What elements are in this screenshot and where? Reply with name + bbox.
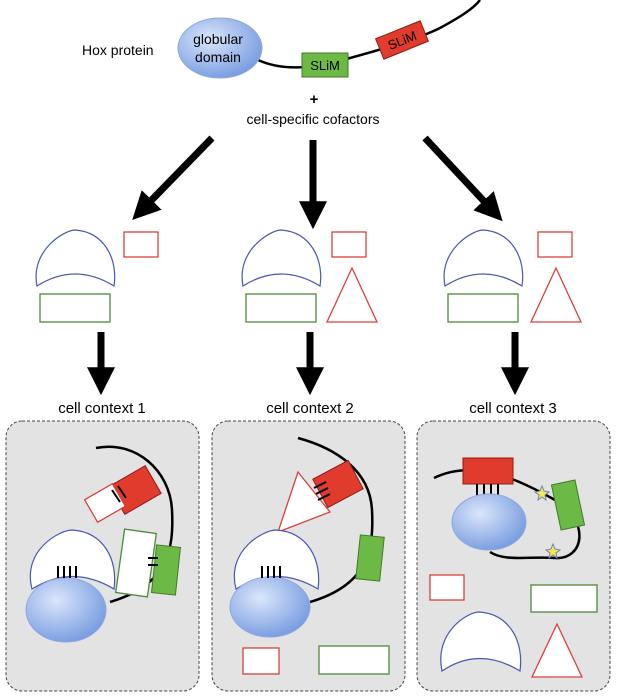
hox-protein-group: Hox protein globular domain SLiM SLiM + … bbox=[82, 0, 481, 127]
red-triangle-cofactor bbox=[529, 266, 583, 323]
top-arrows bbox=[132, 135, 503, 230]
cofactor-set-1 bbox=[35, 229, 159, 323]
globular-label-line1: globular bbox=[193, 31, 243, 47]
cofactor-set-3 bbox=[443, 229, 583, 323]
protein-backbone bbox=[257, 0, 481, 69]
contact-lines bbox=[313, 481, 331, 501]
contact-lines bbox=[111, 485, 127, 503]
contact-lines bbox=[148, 557, 158, 566]
context-panel-1 bbox=[5, 420, 200, 692]
crescent-cofactor bbox=[29, 529, 116, 590]
green-rect-cofactor bbox=[39, 293, 111, 323]
red-triangle-cofactor bbox=[276, 470, 332, 534]
context-label-3: cell context 3 bbox=[469, 400, 557, 417]
globular-domain bbox=[25, 577, 107, 643]
red-triangle-cofactor bbox=[325, 266, 379, 323]
red-rect-cofactor bbox=[331, 231, 367, 258]
red-triangle-cofactor bbox=[530, 622, 584, 678]
star-marker bbox=[533, 484, 551, 502]
globular-label-line2: domain bbox=[195, 49, 241, 65]
crescent-cofactor bbox=[35, 229, 116, 287]
context-label-1: cell context 1 bbox=[58, 400, 146, 417]
globular-domain bbox=[177, 17, 263, 79]
crescent-cofactor bbox=[233, 529, 320, 590]
slim-green-box bbox=[301, 52, 349, 78]
green-rect-cofactor bbox=[245, 293, 317, 323]
contact-lines bbox=[261, 566, 281, 578]
protein-backbone bbox=[297, 436, 374, 604]
slim-red-box bbox=[462, 457, 514, 485]
red-rect-cofactor bbox=[537, 231, 573, 258]
contact-lines bbox=[57, 566, 77, 578]
cofactors-label: cell-specific cofactors bbox=[246, 111, 379, 127]
arrow-to-set-3 bbox=[422, 135, 503, 222]
slim-green-label: SLiM bbox=[310, 58, 340, 73]
middle-arrows bbox=[87, 332, 529, 396]
globular-domain bbox=[451, 493, 527, 551]
context-label-2: cell context 2 bbox=[266, 400, 354, 417]
arrow-to-set-1 bbox=[132, 135, 215, 221]
crescent-cofactor bbox=[443, 229, 524, 287]
context-panel-3 bbox=[416, 420, 611, 692]
slim-red-box bbox=[374, 20, 430, 60]
slim-green-box bbox=[151, 544, 181, 596]
red-rect-cofactor bbox=[429, 574, 465, 601]
context-panel-2 bbox=[211, 420, 406, 692]
green-rect-cofactor bbox=[318, 645, 390, 675]
crescent-cofactor bbox=[440, 611, 522, 672]
slim-green-box bbox=[355, 534, 385, 582]
red-rect-cofactor bbox=[123, 231, 159, 258]
globular-domain bbox=[229, 576, 311, 638]
plus-sign: + bbox=[310, 91, 319, 108]
hox-protein-label: Hox protein bbox=[82, 42, 154, 58]
star-marker bbox=[544, 542, 562, 560]
green-rect-cofactor bbox=[530, 584, 598, 613]
cofactor-set-2 bbox=[241, 229, 379, 323]
green-rect-cofactor bbox=[447, 293, 519, 323]
crescent-cofactor bbox=[241, 229, 322, 287]
red-rect-cofactor bbox=[242, 647, 280, 675]
slim-green-box bbox=[550, 479, 586, 531]
